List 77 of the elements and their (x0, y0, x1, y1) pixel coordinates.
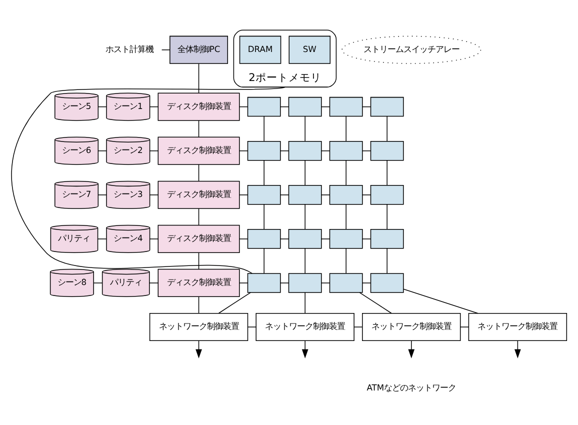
connector (304, 204, 306, 230)
node-box: ネットワーク制御装置 (362, 312, 461, 341)
connector (198, 120, 200, 138)
connector (460, 326, 470, 327)
connector (321, 282, 330, 283)
connector (150, 238, 159, 239)
connector (218, 292, 251, 314)
connector (321, 194, 330, 195)
connector (362, 238, 372, 239)
node-box: ディスク制御装置 (158, 136, 240, 164)
node-box: ネットワーク制御装置 (149, 312, 248, 341)
arrow (408, 340, 415, 358)
node-box (288, 140, 322, 160)
connector (304, 160, 306, 186)
node-box (370, 140, 404, 160)
connector (239, 194, 248, 195)
node-box: ディスク制御装置 (158, 180, 240, 208)
connector (304, 116, 306, 142)
node-box: DRAM (239, 35, 282, 64)
connector (150, 194, 159, 195)
connector (239, 238, 248, 239)
connector (149, 282, 158, 283)
connector (11, 86, 286, 274)
node-box (247, 184, 281, 204)
connector (321, 238, 330, 239)
node-box (329, 228, 363, 248)
arrow (302, 340, 308, 358)
connector (386, 116, 388, 142)
node-box: ディスク制御装置 (158, 268, 240, 296)
node-box (329, 272, 363, 292)
node-box (288, 96, 322, 116)
node-box: ディスク制御装置 (158, 92, 240, 120)
label: ATMなどのネットワーク (366, 382, 456, 392)
node-box (247, 228, 281, 248)
node-box (288, 184, 322, 204)
connector (97, 238, 107, 239)
connector (386, 160, 388, 186)
node-box (247, 272, 281, 292)
node-box (329, 184, 363, 204)
node-box (288, 228, 322, 248)
node-box (247, 96, 281, 116)
connector (386, 248, 388, 274)
connector (386, 204, 388, 230)
node-box: ネットワーク制御装置 (256, 312, 354, 341)
node-box: SW (288, 35, 330, 64)
node-box (329, 140, 363, 160)
connector (198, 252, 200, 270)
connector (403, 288, 478, 314)
connector (354, 326, 363, 327)
node-box (370, 272, 404, 292)
node-box (288, 272, 322, 292)
connector (362, 194, 372, 195)
node-box: ネットワーク制御装置 (468, 312, 568, 341)
connector (362, 282, 372, 283)
node-box (370, 96, 404, 116)
connector (198, 296, 200, 314)
node-box: ディスク制御装置 (158, 224, 240, 252)
connector (247, 326, 256, 327)
connector (239, 282, 248, 283)
connector (359, 292, 392, 314)
connector (280, 194, 290, 195)
node-ellipse: ストリームスイッチアレー (342, 35, 482, 64)
connector (198, 208, 200, 226)
connector (280, 238, 290, 239)
node-text: ホスト計算機 (106, 43, 154, 54)
connector (280, 282, 290, 283)
node-box (329, 96, 363, 116)
connector (198, 62, 200, 93)
connector (198, 164, 200, 182)
connector (304, 248, 306, 274)
node-box (247, 140, 281, 160)
node-box (370, 228, 404, 248)
connector (304, 292, 306, 313)
connector (93, 282, 103, 283)
node-box (370, 184, 404, 204)
connector (98, 194, 107, 195)
node-box: 全体制御PC (170, 35, 228, 64)
